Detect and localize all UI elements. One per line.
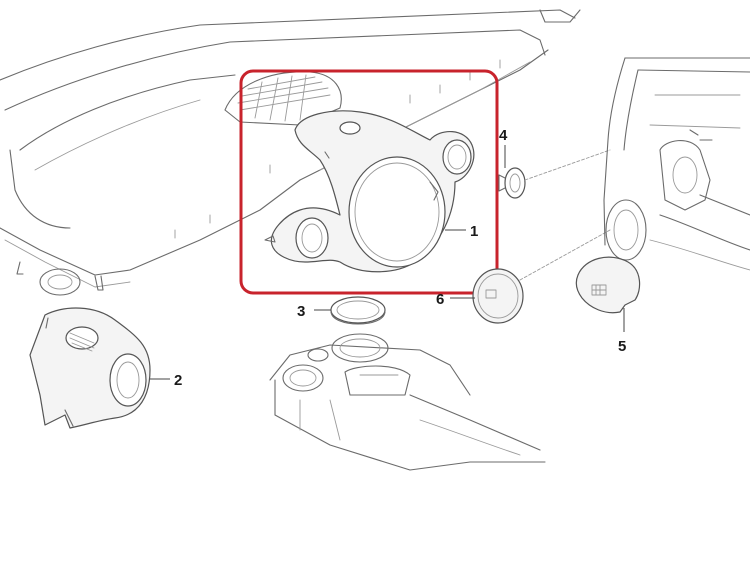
part-1-highlight-frame: [239, 69, 499, 295]
part-5-cap-cover[interactable]: [575, 256, 641, 314]
center-console-outline: [269, 333, 546, 471]
door-panel-outline: [603, 57, 750, 271]
part-3-trim-ring[interactable]: [330, 296, 386, 325]
part-6-label: 6: [436, 291, 444, 308]
part-6-speaker-grille[interactable]: [472, 268, 524, 324]
part-4-small-speaker[interactable]: [498, 167, 526, 199]
part-3-label: 3: [297, 303, 305, 320]
part-1-instrument-housing[interactable]: [264, 110, 475, 273]
dashboard-outline: [0, 9, 581, 296]
part-2-label: 2: [174, 372, 182, 389]
part-2-trim-cover[interactable]: [29, 307, 151, 429]
part-4-label: 4: [499, 127, 508, 144]
part-1-label: 1: [470, 223, 478, 240]
part-5-label: 5: [618, 338, 626, 355]
